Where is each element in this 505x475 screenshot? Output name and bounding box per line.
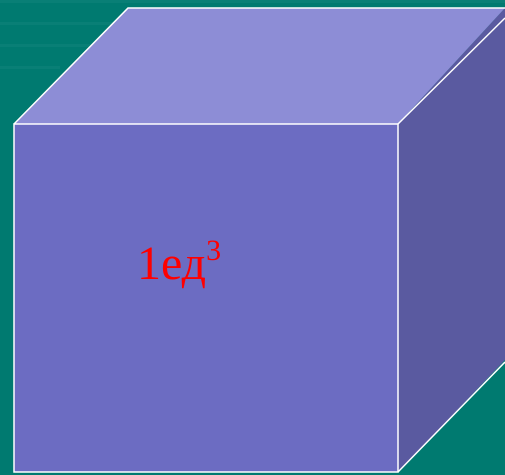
unit-label-text: 1ед (137, 237, 207, 290)
cube-front-face (14, 124, 398, 472)
cube-top-face (14, 8, 505, 124)
cube-edges (13, 7, 505, 473)
unit-label-exponent: 3 (206, 234, 222, 267)
background-stripe (0, 66, 60, 69)
unit-cube-label: 1ед3 (137, 236, 221, 290)
cube-front-edge (13, 123, 399, 473)
background-stripes (0, 0, 505, 69)
background-stripe (0, 44, 90, 47)
cube-side-face (398, 8, 505, 472)
background-stripe (0, 0, 505, 3)
cube-diagonal-edge (397, 17, 505, 125)
cube-top-edge (13, 7, 505, 125)
background-stripe (0, 22, 120, 25)
cube-bottom-diagonal-edge (397, 361, 505, 473)
